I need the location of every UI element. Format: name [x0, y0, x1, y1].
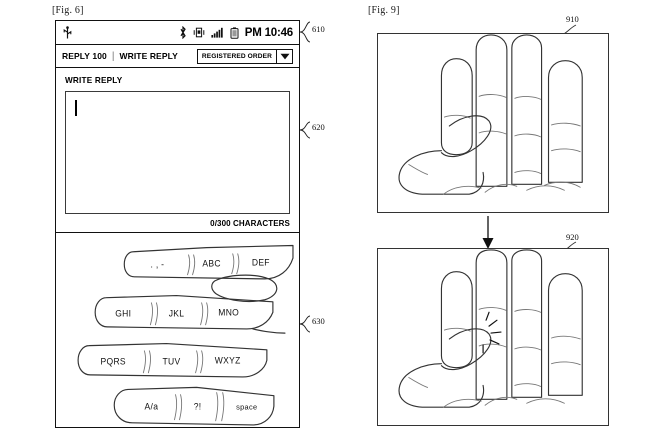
signal-bars-icon: [211, 27, 224, 38]
chevron-down-icon[interactable]: [276, 49, 292, 63]
reply-toolbar: REPLY 100 | WRITE REPLY REGISTERED ORDER: [56, 45, 299, 68]
bluetooth-icon: [179, 26, 187, 39]
key-label: WXYZ: [215, 355, 241, 365]
key-label: ?!: [194, 401, 202, 411]
key-label: PQRS: [101, 356, 126, 366]
ref-630: 630: [312, 316, 325, 326]
figure-9-label: [Fig. 9]: [368, 5, 400, 16]
status-bar: PM 10:46: [56, 21, 299, 45]
ring-finger: [511, 249, 543, 398]
toolbar-separator: |: [111, 50, 115, 62]
tab-write-reply[interactable]: WRITE REPLY: [119, 51, 178, 61]
sort-order-dropdown[interactable]: REGISTERED ORDER: [196, 48, 293, 64]
key-label: DEF: [252, 257, 270, 267]
tap-impact-icon: [482, 311, 502, 354]
palm: [398, 150, 485, 195]
middle-finger: [475, 34, 508, 187]
character-counter: 0/300 CHARACTERS: [210, 219, 290, 228]
keyboard-row-2: GHI JKL MNO: [94, 294, 274, 330]
status-bar-clock: PM 10:46: [244, 26, 293, 39]
compose-reply-area: WRITE REPLY 0/300 CHARACTERS: [56, 68, 299, 233]
key-label: MNO: [218, 307, 239, 317]
reply-input[interactable]: [65, 91, 290, 214]
pinky-finger: [547, 60, 583, 183]
ref-920: 920: [566, 232, 579, 242]
ref-910: 910: [566, 14, 579, 24]
ref-610: 610: [312, 24, 325, 34]
keyboard-row-1: . , - ABC DEF: [123, 244, 294, 280]
middle-finger: [475, 249, 508, 400]
ref-620: 620: [312, 122, 325, 132]
thumb: [440, 328, 492, 371]
key-label: GHI: [115, 308, 131, 318]
hand-figure-910: [377, 33, 609, 213]
keyboard-row-4: A/a ?! space: [113, 386, 275, 426]
down-arrow-icon: [482, 216, 494, 249]
thumb: [440, 115, 492, 158]
compose-title: WRITE REPLY: [65, 76, 123, 85]
thumb-shape-top: [211, 274, 278, 303]
phone-mockup: PM 10:46 REPLY 100 | WRITE REPLY REGISTE…: [55, 20, 300, 428]
index-finger: [440, 58, 473, 156]
key-label: A/a: [145, 401, 159, 411]
hand-figure-920: [377, 248, 609, 426]
reply-count-label[interactable]: REPLY 100: [62, 51, 107, 61]
palm: [398, 363, 485, 408]
pinky-finger: [547, 273, 583, 396]
key-label: . , -: [151, 259, 165, 269]
text-cursor: [75, 100, 77, 116]
key-label: space: [236, 402, 257, 411]
finger-keyboard[interactable]: . , - ABC DEF GHI JKL MNO: [56, 233, 299, 427]
index-finger: [440, 271, 473, 369]
palm-edge-1: [252, 328, 286, 334]
key-label: TUV: [163, 356, 181, 366]
battery-icon: [230, 26, 239, 39]
vibrate-icon: [193, 27, 205, 38]
key-label: JKL: [169, 308, 185, 318]
key-label: ABC: [202, 258, 220, 268]
reference-brackets: [299, 21, 311, 333]
figure-6-label: [Fig. 6]: [52, 5, 84, 16]
keyboard-row-3: PQRS TUV WXYZ: [77, 342, 268, 378]
usb-icon: [62, 25, 73, 40]
sort-order-value: REGISTERED ORDER: [201, 52, 272, 60]
ring-finger: [511, 34, 543, 185]
